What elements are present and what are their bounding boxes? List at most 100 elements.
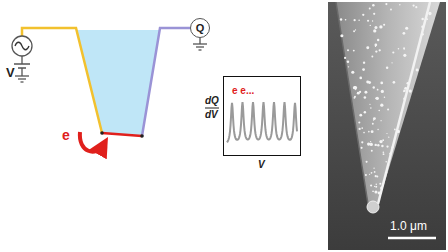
sem-particle (358, 128, 360, 130)
sem-particle (377, 39, 379, 41)
sem-particle (358, 122, 360, 124)
sem-particle (363, 132, 365, 134)
sem-particle (386, 67, 388, 69)
sem-particle (375, 186, 377, 188)
apex-electrode (102, 133, 142, 136)
sem-particle (361, 147, 363, 149)
sem-particle (378, 110, 380, 112)
sem-particle (403, 89, 405, 91)
sem-particle (393, 81, 396, 84)
sem-particle (421, 26, 424, 29)
sem-particle (366, 161, 367, 162)
sem-particle (380, 120, 381, 121)
sem-particle (380, 104, 383, 107)
sem-particle (371, 130, 374, 133)
sem-particle (374, 191, 377, 194)
sem-particle (379, 25, 382, 28)
sem-particle (351, 71, 354, 74)
electron-note: e e... (232, 85, 254, 96)
sem-particle (416, 68, 419, 71)
sem-particle (373, 117, 376, 120)
sem-particle (368, 81, 371, 84)
sem-particle (366, 46, 369, 49)
capacitance-peaks (227, 102, 297, 142)
sem-particle (401, 112, 402, 113)
source-wire (21, 68, 22, 76)
sem-particle (385, 3, 387, 5)
sem-edge (336, 2, 368, 204)
sem-particle (372, 20, 373, 21)
sem-particle (347, 61, 350, 64)
sem-particle (376, 175, 378, 177)
sem-particle (383, 151, 385, 153)
sem-particle (403, 48, 404, 49)
sem-particle (380, 186, 383, 189)
sem-particle (372, 123, 374, 125)
junction-dot (140, 134, 144, 138)
ground-symbol (193, 43, 207, 44)
sem-particle (371, 172, 373, 174)
sem-particle (392, 51, 394, 53)
sem-particle (391, 62, 392, 63)
sem-particle (404, 87, 407, 90)
sem-particle (340, 18, 342, 20)
sem-particle (374, 171, 376, 173)
sem-particle (376, 97, 379, 100)
battery-plate (14, 63, 30, 65)
sem-cone (336, 2, 440, 204)
sem-particle (372, 190, 374, 192)
sem-particle (361, 141, 363, 143)
sem-particle (359, 77, 362, 80)
sem-particle (426, 18, 428, 20)
sem-particle (354, 86, 357, 89)
ac-symbol (15, 42, 29, 50)
sem-particle (403, 91, 404, 92)
sem-particle (398, 48, 400, 50)
sem-particle (403, 32, 406, 35)
sem-particle (363, 62, 365, 64)
sem-particle (345, 19, 347, 21)
sem-particle (397, 130, 400, 133)
charge-meter: Q (190, 18, 210, 38)
sem-particle (377, 129, 378, 130)
sem-particle (371, 56, 373, 58)
sem-background (328, 2, 446, 250)
sem-particle (355, 29, 356, 30)
sem-particle (375, 50, 377, 52)
ground-symbol (21, 81, 24, 82)
sem-particle (354, 96, 356, 98)
sem-particle (373, 86, 375, 88)
sem-particle (373, 29, 376, 32)
sem-particle (374, 26, 377, 29)
sem-particle (370, 25, 371, 26)
sem-particle (386, 145, 388, 147)
sem-particle (403, 47, 405, 49)
sem-particle (373, 167, 374, 168)
sem-particle (415, 6, 417, 8)
ground-symbol (196, 46, 204, 47)
sem-particle (391, 146, 393, 148)
sem-particle (368, 131, 370, 133)
ground-symbol (15, 75, 29, 76)
sem-particle (383, 153, 385, 155)
sem-particle (421, 33, 424, 36)
voltage-label: V (6, 66, 15, 79)
sem-particle (347, 49, 349, 51)
fraction-bar (205, 108, 219, 109)
sem-particle (386, 133, 387, 134)
sem-micrograph (336, 2, 440, 213)
sem-particle (353, 86, 356, 89)
sem-particle (385, 161, 387, 163)
sem-particle (370, 141, 371, 142)
sem-particle (370, 184, 372, 186)
sem-particle (348, 66, 349, 67)
sem-particle (373, 119, 374, 120)
sem-particle (353, 19, 355, 21)
sem-particle (412, 5, 414, 7)
sem-apex (367, 201, 379, 213)
sem-particle (369, 8, 371, 10)
electron-label: e (62, 128, 70, 142)
sem-particle (403, 97, 406, 100)
